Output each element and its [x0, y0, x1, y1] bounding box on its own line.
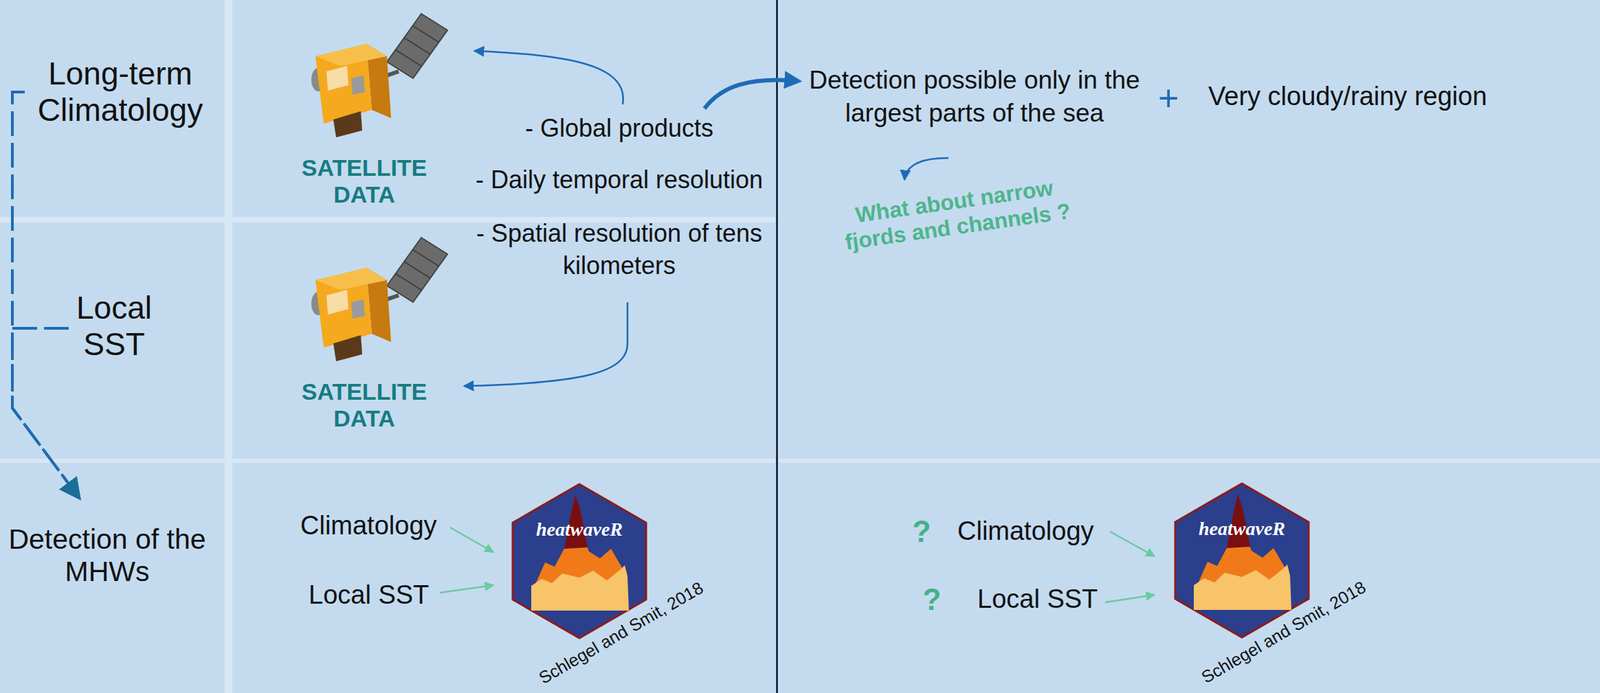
node-text: Climatology — [957, 516, 1095, 548]
leader-arrow — [474, 50, 624, 105]
divider-line — [775, 0, 779, 693]
node-text: ? — [912, 514, 932, 550]
node-text: Local SST — [55, 290, 173, 363]
node-text: + — [1158, 78, 1179, 120]
panel-box: SATELLITE DATA — [232, 222, 776, 460]
satellite-icon — [311, 237, 448, 362]
panel-box: Long-term Climatology — [0, 0, 225, 218]
node-text: heatwaveR — [1198, 518, 1286, 541]
hexagon-logo — [1173, 482, 1311, 640]
hexagon-logo — [510, 483, 649, 640]
note-text: - Global products — [468, 114, 771, 143]
package-hexagon: heatwaveRSchlegel and Smit, 2018 — [1173, 482, 1311, 640]
node-text: Climatology — [300, 511, 438, 542]
node-text: SATELLITE DATA — [281, 378, 447, 433]
panel-box: Detection possible only in the largest p… — [778, 0, 1600, 460]
bracket-arrow — [12, 328, 80, 499]
panel-box: Local SST — [0, 222, 225, 460]
panel-box: Detection of the MHWs — [0, 463, 225, 693]
mountain-base — [1193, 564, 1292, 611]
input-arrow — [439, 585, 494, 594]
bold-arrow — [704, 80, 799, 109]
satellite-icon — [311, 13, 448, 138]
note-text: - Daily temporal resolution — [468, 164, 771, 197]
hexagon-outline — [512, 484, 647, 639]
node-text: Local SST — [308, 580, 429, 611]
panel-box: ClimatologyLocal SST heatwaveRSchlegel an… — [232, 463, 776, 693]
node-text: heatwaveR — [536, 518, 623, 541]
node-text: Local SST — [977, 584, 1098, 616]
panel-box: ? Climatology? Local SST heatwaveRSchlegel … — [778, 463, 1600, 693]
node-text: What about narrow fjords and channels ? — [823, 171, 1090, 258]
node-text: Very cloudy/rainy region — [1208, 81, 1488, 113]
node-text: SATELLITE DATA — [281, 154, 447, 209]
note-text: - Spatial resolution of tens kilometers — [468, 217, 771, 283]
leader-arrow — [904, 158, 949, 181]
input-arrow — [1109, 531, 1155, 557]
node-text: ? — [923, 582, 942, 618]
hexagon-outline — [1175, 483, 1309, 638]
leader-arrow — [463, 302, 628, 387]
input-arrow — [450, 527, 494, 553]
bracket-arrow — [12, 92, 80, 499]
node-text: Detection of the MHWs — [7, 523, 207, 589]
mountain-base — [531, 565, 629, 611]
node-text: Detection possible only in the largest p… — [806, 63, 1143, 130]
input-arrow — [1105, 595, 1155, 603]
package-hexagon: heatwaveRSchlegel and Smit, 2018 — [510, 483, 649, 640]
node-text: Long-term Climatology — [17, 55, 224, 129]
